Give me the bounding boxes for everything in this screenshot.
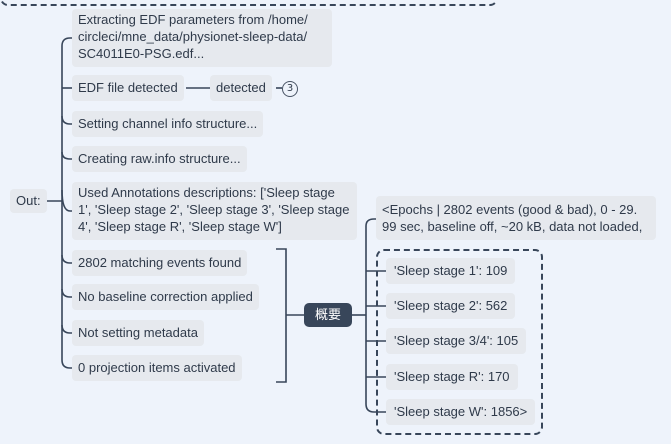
node-creating-raw-info[interactable]: Creating raw.info structure... bbox=[72, 146, 247, 172]
node-used-annotations[interactable]: Used Annotations descriptions: ['Sleep s… bbox=[72, 182, 357, 240]
dashed-boundary-stages bbox=[376, 249, 543, 435]
node-sleep-stage-1[interactable]: 'Sleep stage 1': 109 bbox=[386, 258, 516, 284]
summary-node[interactable]: 概要 bbox=[304, 303, 352, 327]
node-setting-channel-info[interactable]: Setting channel info structure... bbox=[72, 111, 264, 137]
dashed-boundary-top bbox=[0, 0, 498, 6]
node-sleep-stage-2[interactable]: 'Sleep stage 2': 562 bbox=[386, 293, 516, 319]
node-epochs-summary[interactable]: <Epochs | 2802 events (good & bad), 0 - … bbox=[376, 196, 656, 240]
node-detected[interactable]: detected bbox=[210, 75, 272, 101]
node-projection-items[interactable]: 0 projection items activated bbox=[72, 355, 242, 381]
node-matching-events[interactable]: 2802 matching events found bbox=[72, 250, 248, 276]
node-sleep-stage-3-4[interactable]: 'Sleep stage 3/4': 105 bbox=[386, 328, 527, 354]
node-sleep-stage-w[interactable]: 'Sleep stage W': 1856> bbox=[386, 399, 536, 425]
node-no-baseline[interactable]: No baseline correction applied bbox=[72, 284, 259, 310]
node-not-setting-metadata[interactable]: Not setting metadata bbox=[72, 320, 204, 346]
node-edf-file-detected[interactable]: EDF file detected bbox=[72, 75, 184, 101]
root-node[interactable]: Out: bbox=[10, 189, 47, 213]
node-sleep-stage-r[interactable]: 'Sleep stage R': 170 bbox=[386, 364, 518, 390]
node-extracting-edf[interactable]: Extracting EDF parameters from /home/ ci… bbox=[72, 9, 332, 67]
collapsed-count-badge[interactable]: 3 bbox=[282, 81, 298, 97]
